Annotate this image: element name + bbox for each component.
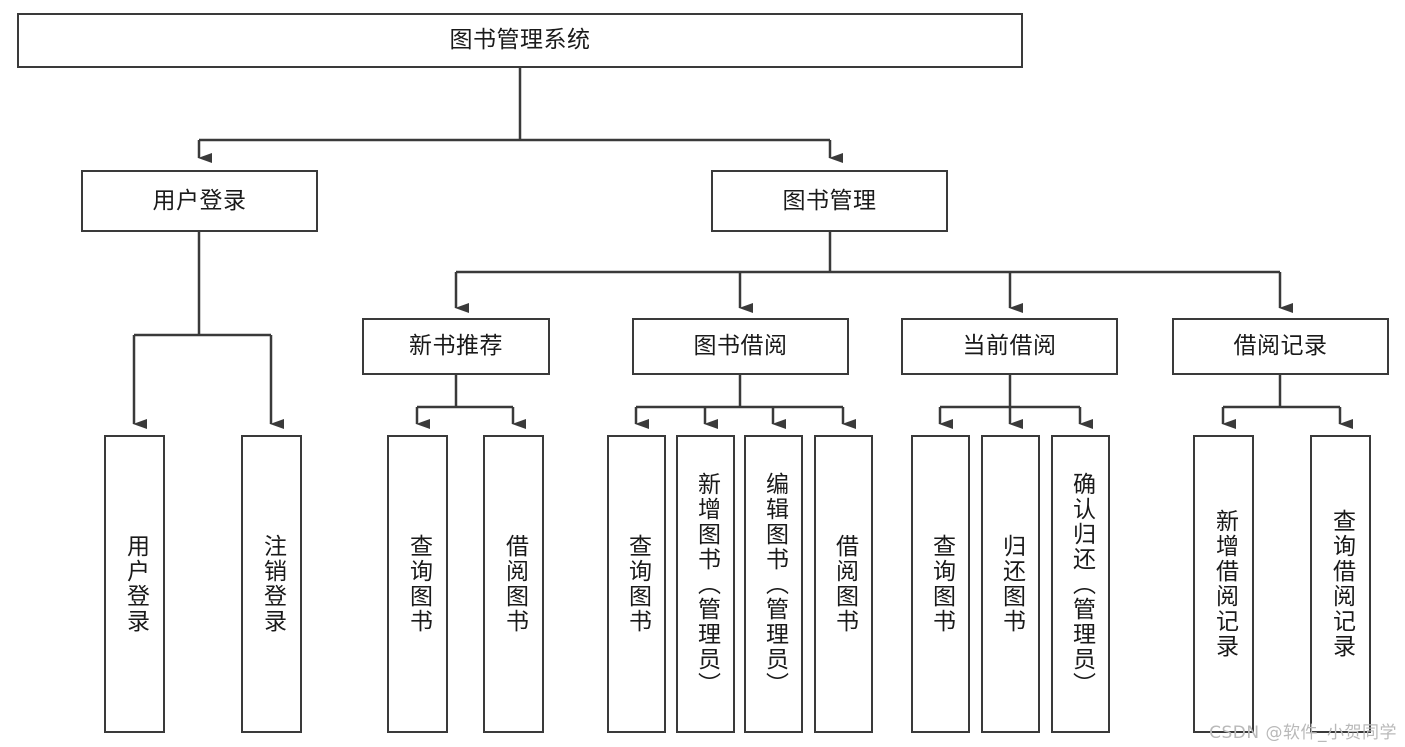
leaf-new-book-borrow-books[interactable]: 借阅图书 — [483, 435, 544, 733]
node-label: 归还图书 — [998, 534, 1025, 634]
leaf-new-book-query-books[interactable]: 查询图书 — [387, 435, 448, 733]
node-label: 借阅图书 — [501, 534, 528, 634]
node-label: 编辑图书（管理员） — [761, 471, 788, 697]
node-label: 图书借阅 — [693, 333, 788, 360]
node-borrow-record[interactable]: 借阅记录 — [1172, 318, 1389, 375]
node-label: 查询图书 — [624, 534, 651, 634]
node-label: 新书推荐 — [409, 333, 503, 360]
node-new-book-recommend[interactable]: 新书推荐 — [362, 318, 550, 375]
node-label: 注销登录 — [259, 534, 286, 634]
node-label: 图书管理 — [782, 187, 877, 214]
leaf-current-borrow-query-books[interactable]: 查询图书 — [911, 435, 970, 733]
node-current-borrow[interactable]: 当前借阅 — [901, 318, 1118, 375]
node-label: 当前借阅 — [962, 333, 1057, 360]
node-label: 图书管理系统 — [449, 27, 591, 54]
node-label: 查询图书 — [928, 534, 955, 634]
leaf-book-borrow-query-books[interactable]: 查询图书 — [607, 435, 666, 733]
node-book-management[interactable]: 图书管理 — [711, 170, 948, 232]
node-label: 新增图书（管理员） — [693, 471, 720, 697]
node-label: 用户登录 — [152, 187, 247, 214]
leaf-borrow-record-add-record[interactable]: 新增借阅记录 — [1193, 435, 1254, 733]
leaf-book-borrow-edit-book-admin[interactable]: 编辑图书（管理员） — [744, 435, 803, 733]
node-label: 查询借阅记录 — [1328, 509, 1355, 659]
node-user-login[interactable]: 用户登录 — [81, 170, 318, 232]
leaf-user-login-signin[interactable]: 用户登录 — [104, 435, 165, 733]
node-label: 查询图书 — [405, 534, 432, 634]
leaf-book-borrow-borrow-books[interactable]: 借阅图书 — [814, 435, 873, 733]
leaf-current-borrow-confirm-return-admin[interactable]: 确认归还（管理员） — [1051, 435, 1110, 733]
node-label: 用户登录 — [122, 534, 149, 634]
leaf-book-borrow-add-book-admin[interactable]: 新增图书（管理员） — [676, 435, 735, 733]
node-root-system[interactable]: 图书管理系统 — [17, 13, 1023, 68]
node-label: 借阅图书 — [831, 534, 858, 634]
node-book-borrow[interactable]: 图书借阅 — [632, 318, 849, 375]
leaf-current-borrow-return-books[interactable]: 归还图书 — [981, 435, 1040, 733]
node-label: 借阅记录 — [1233, 333, 1328, 360]
leaf-borrow-record-query-record[interactable]: 查询借阅记录 — [1310, 435, 1371, 733]
node-label: 确认归还（管理员） — [1068, 471, 1095, 697]
leaf-user-login-signout[interactable]: 注销登录 — [241, 435, 302, 733]
node-label: 新增借阅记录 — [1211, 509, 1238, 659]
